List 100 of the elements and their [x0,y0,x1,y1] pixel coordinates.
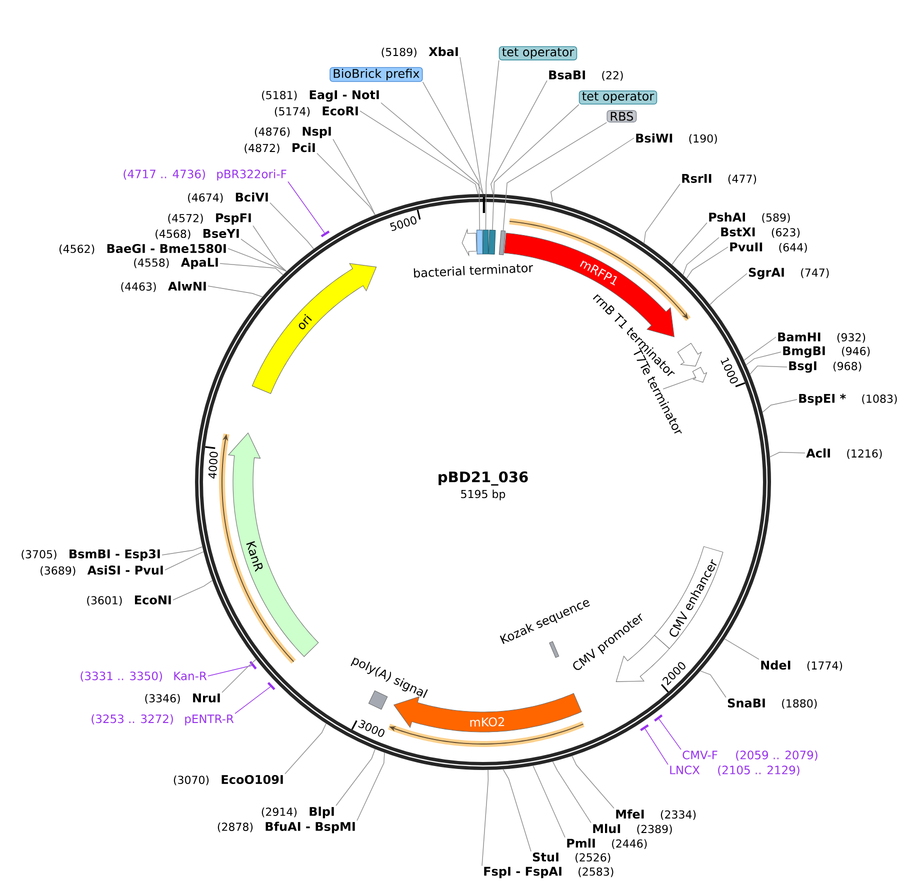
feature-tag: tet operator [578,90,658,105]
primer-name: LNCX [670,766,700,774]
leader-line [220,263,284,276]
cut-position: (932) [837,332,866,343]
leader-line [502,768,532,852]
leader-line [380,102,484,194]
cut-position: (946) [842,346,870,357]
leader-line [485,60,500,230]
enzyme-name: BsaBI [549,70,585,80]
leader-line [162,546,203,556]
enzyme-name: BstXI [721,228,755,236]
enzyme-name: PvuII [730,242,762,252]
enzyme-name: ApaLI [180,258,218,270]
feature-block [488,230,496,255]
cut-position: (589) [762,213,790,223]
leader-line [502,122,608,232]
leader-line [770,452,806,458]
primer-name: pBR322ori-F [217,169,286,181]
enzyme-name: EcoRI [322,106,358,116]
cut-position: (623) [772,228,800,238]
enzyme-name: RsrII [682,174,712,183]
cut-position: (2526) [576,853,610,863]
primer-mark [249,660,257,670]
leader-line [490,80,548,195]
primer-name: pENTR-R [185,714,234,726]
leader-line [228,248,287,272]
primer-range: (3331 .. 3350) [80,671,162,682]
enzyme-name: NruI [193,694,220,702]
feature-band: ori [252,263,377,394]
cut-position: (3601) [87,596,122,606]
cut-position: (1774) [807,661,842,671]
cut-position: (4674) [188,193,223,203]
leader-line [172,580,213,600]
enzyme-name: StuI [532,852,558,862]
cut-position: (3346) [145,694,180,704]
enzyme-name: BsmBI - Esp3I [70,549,160,561]
leader-line [288,181,325,234]
primer-mark [654,714,663,722]
cut-position: (4568) [156,229,190,240]
leader-line [672,222,708,265]
feature-block [476,230,484,254]
plasmid-length: 5195 bp [461,490,506,500]
enzyme-name: BspEI * [799,394,846,406]
leader-line [270,202,314,250]
primer-mark [320,230,330,238]
leader-line [252,225,287,272]
enzyme-name: BciVI [236,192,268,202]
primer-name: Kan-R [174,672,207,680]
cut-position: (968) [834,362,862,372]
leader-line [208,665,252,676]
cut-position: (3689) [40,566,76,576]
cut-position: (1216) [847,449,882,459]
feature-tag: RBS [606,110,637,122]
leader-line [550,138,634,203]
enzyme-name: BsiWI [636,133,672,143]
enzyme-name: PciI [292,142,315,152]
leader-line [644,728,668,765]
enzyme-name: BamHI [778,332,820,342]
leader-line [750,366,788,374]
leader-line [422,82,480,230]
leader-line [284,723,327,774]
enzyme-name: MfeI [616,809,644,819]
primer-name: CMV-F [682,750,718,760]
leader-line [208,286,263,298]
leader-line [532,765,566,838]
enzyme-name: PspFI [216,213,251,225]
enzyme-name: EcoNI [134,596,171,604]
cut-position: (2878) [218,822,253,832]
enzyme-name: AclI [806,448,830,458]
cut-position: (190) [689,134,717,144]
primer-range: (2059 .. 2079) [736,750,818,761]
leader-line [724,638,760,660]
enzyme-name: BseYI [203,229,239,238]
leader-line [482,770,489,866]
enzyme-name: EcoO109I [222,774,283,784]
enzyme-name: BsgI [789,361,816,373]
leader-line [316,152,376,216]
leader-line [658,718,682,750]
enzyme-name: EagI - NotI [310,90,379,102]
cut-position: (1880) [782,699,817,709]
feature-tag: tet operator [498,46,578,60]
leader-line [492,104,580,231]
cut-position: (5181) [262,90,297,101]
leader-line [332,138,376,216]
leader-line [762,399,798,413]
enzyme-name: SnaBI [728,698,765,708]
scale-label: 3000 [358,720,384,737]
leader-line [682,237,720,276]
cut-position: (3705) [22,550,56,560]
primer-mark [640,724,649,732]
scale-label: 5000 [390,216,416,231]
enzyme-name: MluI [593,824,620,834]
leader-line [662,376,696,390]
primer-range: (3253 .. 3272) [92,714,173,725]
cut-position: (4558) [134,258,169,268]
cut-position: (644) [779,242,807,253]
cut-position: (1083) [862,394,897,404]
enzyme-name: BlpI [310,806,334,818]
enzyme-name: PmlI [567,838,595,848]
enzyme-name: BaeGI - Bme1580I [107,244,226,254]
